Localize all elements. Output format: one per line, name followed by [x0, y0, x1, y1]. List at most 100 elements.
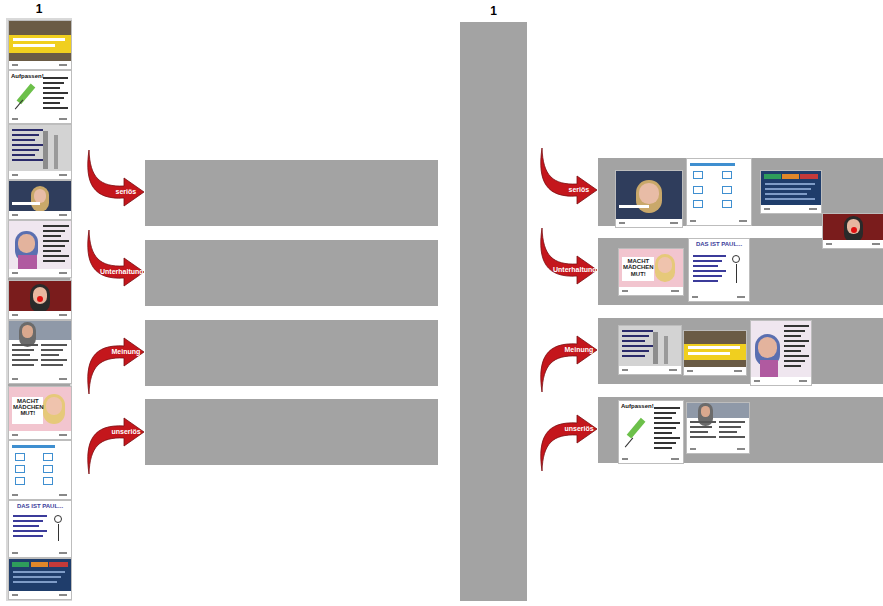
icon-mark — [12, 272, 18, 274]
thumbnail-card — [618, 325, 682, 375]
category-band — [145, 160, 438, 226]
icon-mark — [622, 458, 628, 460]
card-footer — [9, 491, 71, 499]
card-footer — [619, 287, 683, 295]
arrow-outline — [541, 228, 597, 284]
column-box: 1 — [460, 22, 527, 601]
text-line — [12, 159, 43, 161]
text-line — [43, 77, 68, 79]
icon-mark — [826, 243, 832, 245]
icon-mark — [12, 64, 18, 66]
text-line — [13, 515, 47, 517]
text-line — [690, 431, 708, 433]
icon-mark — [671, 458, 679, 460]
icon-box — [15, 477, 25, 485]
icon-box — [43, 465, 53, 473]
text-line — [690, 421, 716, 423]
category-band — [145, 399, 438, 465]
icon-box — [722, 186, 732, 194]
curved-arrow-shape — [539, 319, 599, 395]
text-line — [43, 82, 64, 84]
icon-mark — [12, 214, 18, 216]
category-arrow: unseriös — [539, 398, 599, 474]
face-shape — [18, 234, 34, 252]
icon-mark — [872, 243, 880, 245]
text-line — [622, 335, 649, 337]
category-arrow: seriös — [539, 146, 599, 222]
curved-arrow-shape — [539, 398, 599, 474]
icon-mark — [12, 314, 18, 316]
text-line — [12, 364, 34, 366]
thumbnail-text: Aufpassen! — [621, 403, 653, 409]
text-line — [12, 349, 34, 351]
text-line — [784, 360, 805, 362]
category-arrow: Unterhaltung — [539, 226, 599, 302]
chimney — [653, 332, 658, 364]
text-line — [784, 365, 801, 367]
icon-mark — [739, 220, 747, 222]
text-line — [43, 87, 60, 89]
category-label: unseriös — [565, 425, 594, 432]
face-shape — [701, 406, 709, 416]
text-line — [654, 417, 672, 419]
text-line — [43, 235, 61, 237]
card-footer — [9, 211, 71, 219]
icon-mark — [59, 214, 67, 216]
text-line — [13, 520, 43, 522]
thumbnail-card — [8, 20, 72, 70]
text-line — [784, 335, 801, 337]
card-footer — [9, 61, 71, 69]
thumbnail-card — [760, 170, 822, 214]
category-label: unseriös — [112, 428, 141, 435]
icon-mark — [687, 370, 693, 372]
table-head — [49, 562, 68, 567]
thumbnail-card — [686, 158, 752, 226]
text-line — [693, 275, 722, 277]
card-footer — [9, 375, 71, 383]
text-line — [41, 354, 59, 356]
card-footer — [619, 455, 683, 463]
thumbnail-text: MACHT MÄDCHEN MUT! — [623, 258, 654, 277]
card-footer — [9, 431, 71, 439]
category-arrow: Unterhaltung — [86, 228, 146, 304]
text-line — [13, 576, 61, 578]
icon-mark — [622, 369, 628, 371]
text-line — [690, 436, 716, 438]
stick-body — [736, 264, 737, 283]
text-line — [12, 359, 38, 361]
photo-bg — [9, 125, 71, 171]
text-line — [654, 447, 672, 449]
icon-mark — [692, 296, 698, 298]
icon-box — [43, 477, 53, 485]
icon-mark — [12, 378, 18, 380]
text-line — [41, 359, 67, 361]
headline-mark — [13, 38, 65, 41]
icon-mark — [59, 174, 67, 176]
text-line — [12, 139, 35, 141]
category-label: Unterhaltung — [100, 268, 144, 275]
card-footer — [687, 445, 749, 453]
arrow-outline — [541, 415, 597, 471]
icon-mark — [671, 290, 679, 292]
face-shape — [34, 189, 46, 203]
icon-mark — [12, 494, 18, 496]
category-band — [145, 240, 438, 306]
icon-mark — [690, 448, 696, 450]
thumbnail-card — [8, 558, 72, 600]
text-line — [654, 412, 676, 414]
thumbnail-card — [822, 213, 883, 249]
card-footer — [619, 366, 681, 374]
text-line — [43, 92, 68, 94]
text-line — [12, 149, 39, 151]
thumbnail-text: DAS IST PAUL... — [691, 241, 747, 247]
text-line — [622, 340, 645, 342]
text-line — [784, 345, 805, 347]
syringe-body — [627, 418, 646, 439]
text-line — [12, 144, 43, 146]
headline-mark — [688, 346, 740, 349]
text-line — [719, 421, 745, 423]
shirt — [18, 255, 37, 269]
icon-mark — [59, 552, 67, 554]
card-footer — [751, 377, 811, 385]
face-shape — [758, 337, 777, 358]
